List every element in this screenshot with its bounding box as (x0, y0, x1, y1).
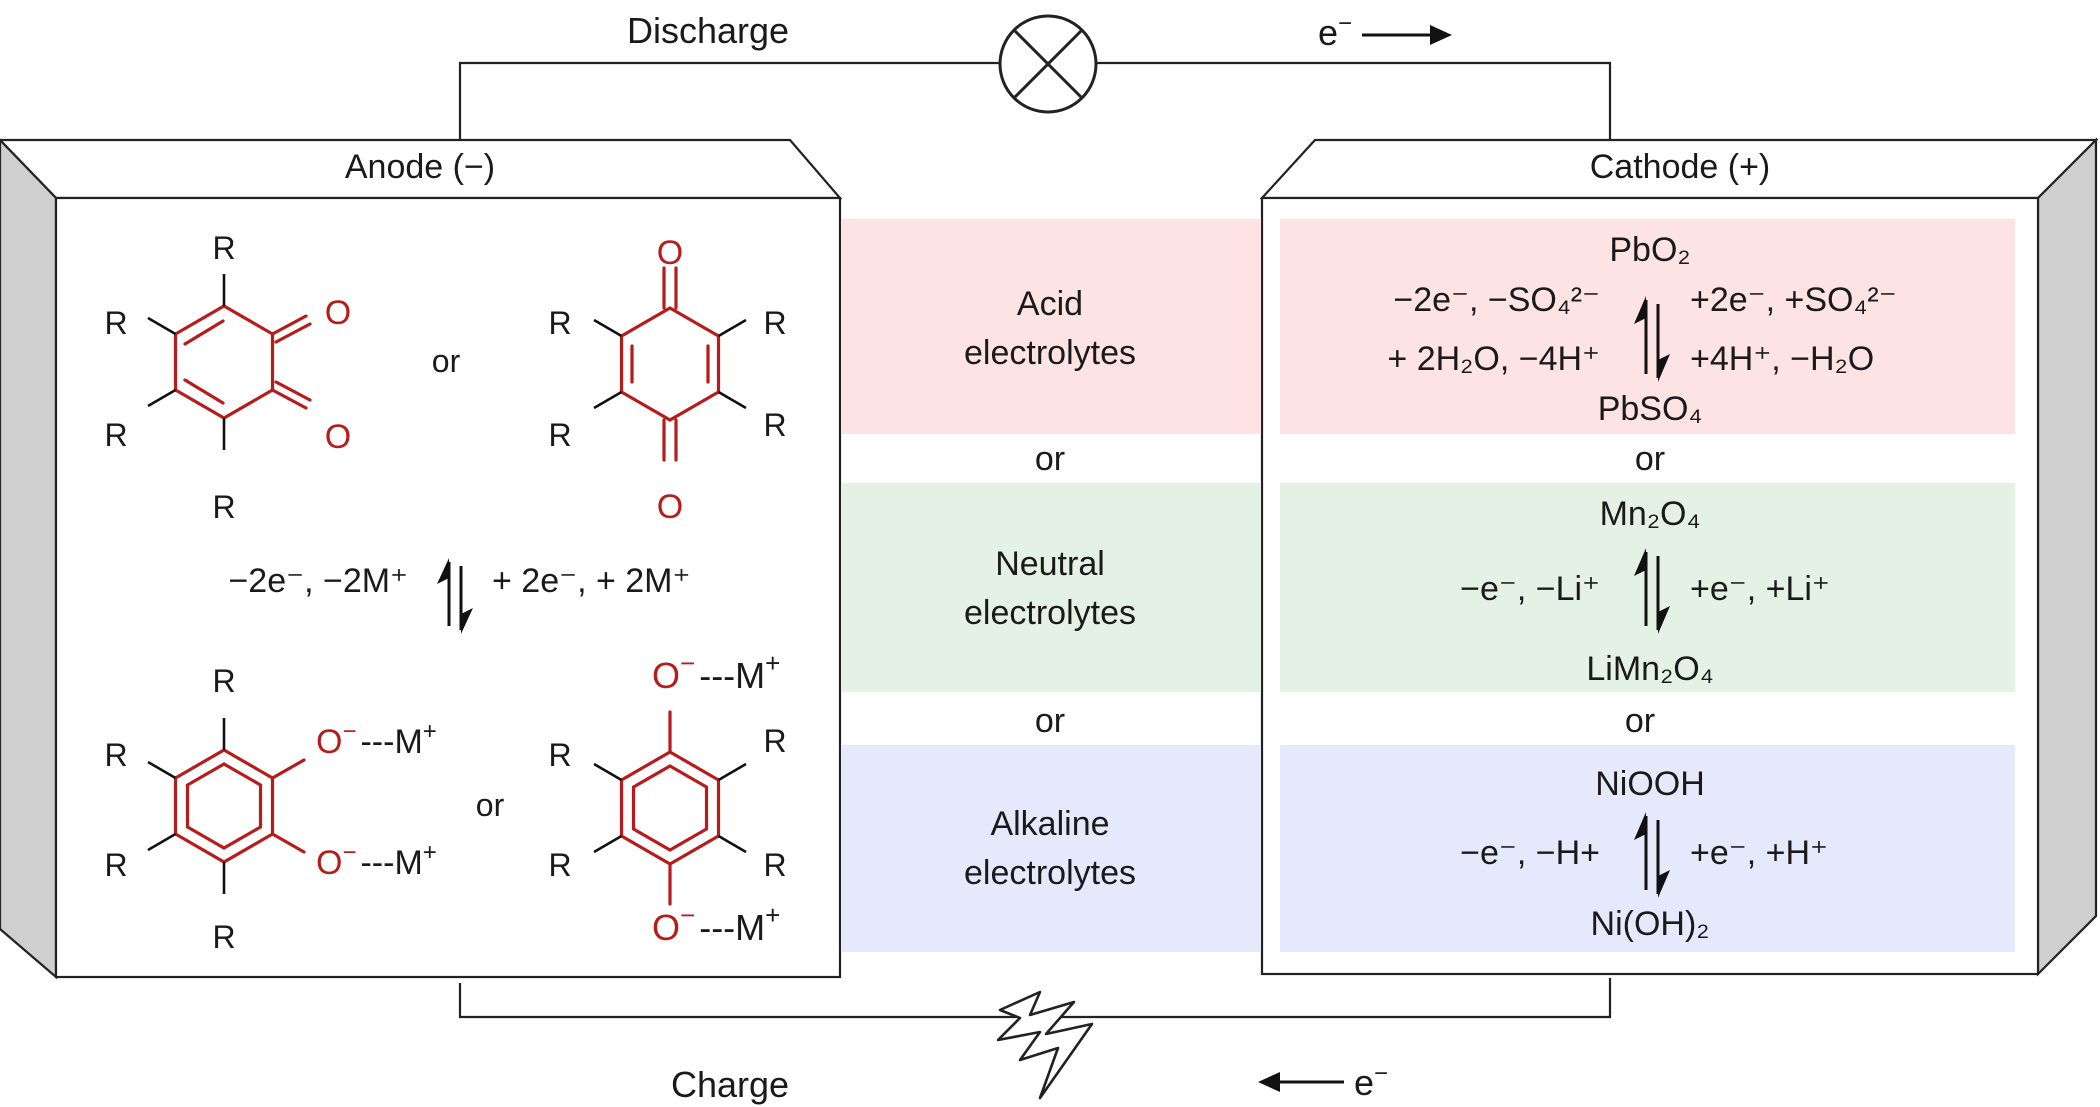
substituent-label: R (763, 847, 786, 883)
equilibrium-arrows-icon (1634, 812, 1670, 898)
charge-label: Charge (671, 1064, 789, 1105)
catecholate-reduced (147, 718, 306, 894)
product: PbSO₄ (1598, 390, 1703, 428)
anode-reaction: −2e⁻, −2M⁺ + 2e⁻, + 2M⁺ (228, 558, 690, 634)
substituent-label: R (104, 417, 127, 453)
substituent-label: R (212, 663, 235, 699)
product: Ni(OH)₂ (1591, 905, 1710, 943)
anode-title: Anode (−) (345, 148, 495, 186)
svg-text:Acid: Acid (1017, 285, 1083, 323)
electron-symbol: e (1318, 12, 1338, 53)
svg-text:O−---M+: O−---M+ (652, 900, 780, 948)
substituent-label: R (212, 919, 235, 955)
substituent-label: R (763, 723, 786, 759)
arrow-left-icon (1258, 1072, 1280, 1092)
oxygen-anion-counterion: O−---M+ (652, 900, 780, 948)
svg-text:e−: e− (1354, 1060, 1388, 1103)
or-label: or (1035, 440, 1065, 478)
svg-text:Alkaline: Alkaline (990, 805, 1109, 843)
electron-charge: − (1338, 10, 1352, 37)
electron-flow-discharge: e− (1318, 10, 1452, 53)
or-label: or (1625, 702, 1655, 740)
hydroquinonate-reduced (593, 710, 747, 906)
oxygen-label: O (325, 418, 351, 456)
svg-text:O−---M+: O−---M+ (316, 718, 437, 761)
svg-text:electrolytes: electrolytes (964, 594, 1136, 632)
svg-text:e−: e− (1318, 10, 1352, 53)
reaction-right: +4H⁺, −H₂O (1690, 340, 1874, 378)
svg-text:O−---M+: O−---M+ (652, 648, 780, 696)
or-label: or (1035, 702, 1065, 740)
electron-charge: − (1374, 1060, 1388, 1087)
reaction-left: + 2H₂O, −4H⁺ (1387, 340, 1600, 378)
equilibrium-arrows-icon (1634, 296, 1670, 382)
ortho-quinone-oxidized (147, 274, 312, 450)
oxygen-anion-counterion: O−---M+ (316, 718, 437, 761)
substituent-label: R (548, 417, 571, 453)
substituent-label: R (212, 489, 235, 525)
reaction-right: + 2e⁻, + 2M⁺ (492, 562, 690, 600)
neutral-electrolytes-label: Neutral electrolytes (964, 545, 1136, 632)
para-quinone-oxidized (593, 266, 747, 462)
cathode-acid-reaction: PbO₂ −2e⁻, −SO₄²⁻ + 2H₂O, −4H⁺ +2e⁻, +SO… (1387, 231, 1896, 428)
svg-text:O−---M+: O−---M+ (316, 839, 437, 882)
reaction-left: −e⁻, −H+ (1460, 834, 1600, 872)
alkaline-electrolytes-label: Alkaline electrolytes (964, 805, 1136, 892)
reactant: PbO₂ (1609, 231, 1690, 269)
reaction-right: +e⁻, +Li⁺ (1690, 570, 1830, 608)
electron-symbol: e (1354, 1062, 1374, 1103)
cathode-neutral-reaction: Mn₂O₄ −e⁻, −Li⁺ +e⁻, +Li⁺ LiMn₂O₄ (1460, 495, 1830, 688)
substituent-label: R (104, 847, 127, 883)
lightning-icon (996, 990, 1094, 1100)
reaction-left: −e⁻, −Li⁺ (1460, 570, 1600, 608)
cathode-title: Cathode (+) (1590, 148, 1771, 186)
reactant: Mn₂O₄ (1600, 495, 1701, 533)
svg-text:electrolytes: electrolytes (964, 854, 1136, 892)
cathode-alkaline-reaction: NiOOH −e⁻, −H+ +e⁻, +H⁺ Ni(OH)₂ (1460, 765, 1828, 943)
oxygen-label: O (657, 234, 683, 272)
reaction-right: +2e⁻, +SO₄²⁻ (1690, 281, 1897, 319)
neutral-band (841, 483, 1261, 692)
alkaline-band (841, 745, 1261, 952)
substituent-label: R (548, 305, 571, 341)
svg-text:electrolytes: electrolytes (964, 334, 1136, 372)
lamp-icon (998, 14, 1098, 114)
reaction-left: −2e⁻, −2M⁺ (228, 562, 408, 600)
arrow-right-icon (1430, 25, 1452, 45)
substituent-label: R (763, 407, 786, 443)
oxygen-label: O (325, 294, 351, 332)
product: LiMn₂O₄ (1586, 650, 1713, 688)
electron-flow-charge: e− (1258, 1060, 1388, 1103)
acid-electrolytes-label: Acid electrolytes (964, 285, 1136, 372)
or-label: or (476, 787, 505, 823)
reaction-right: +e⁻, +H⁺ (1690, 834, 1828, 872)
discharge-label: Discharge (627, 10, 789, 51)
reaction-left: −2e⁻, −SO₄²⁻ (1393, 281, 1600, 319)
substituent-label: R (548, 737, 571, 773)
substituent-label: R (212, 230, 235, 266)
substituent-label: R (104, 305, 127, 341)
oxygen-label: O (657, 488, 683, 526)
svg-text:Neutral: Neutral (995, 545, 1105, 583)
equilibrium-arrows-icon (1634, 548, 1670, 634)
or-label: or (432, 343, 461, 379)
substituent-label: R (104, 737, 127, 773)
equilibrium-arrows-icon (437, 558, 473, 634)
substituent-label: R (763, 305, 786, 341)
or-label: or (1635, 440, 1665, 478)
substituent-label: R (548, 847, 571, 883)
reactant: NiOOH (1595, 765, 1705, 803)
acid-band (841, 219, 1261, 434)
oxygen-anion-counterion: O−---M+ (652, 648, 780, 696)
oxygen-anion-counterion: O−---M+ (316, 839, 437, 882)
